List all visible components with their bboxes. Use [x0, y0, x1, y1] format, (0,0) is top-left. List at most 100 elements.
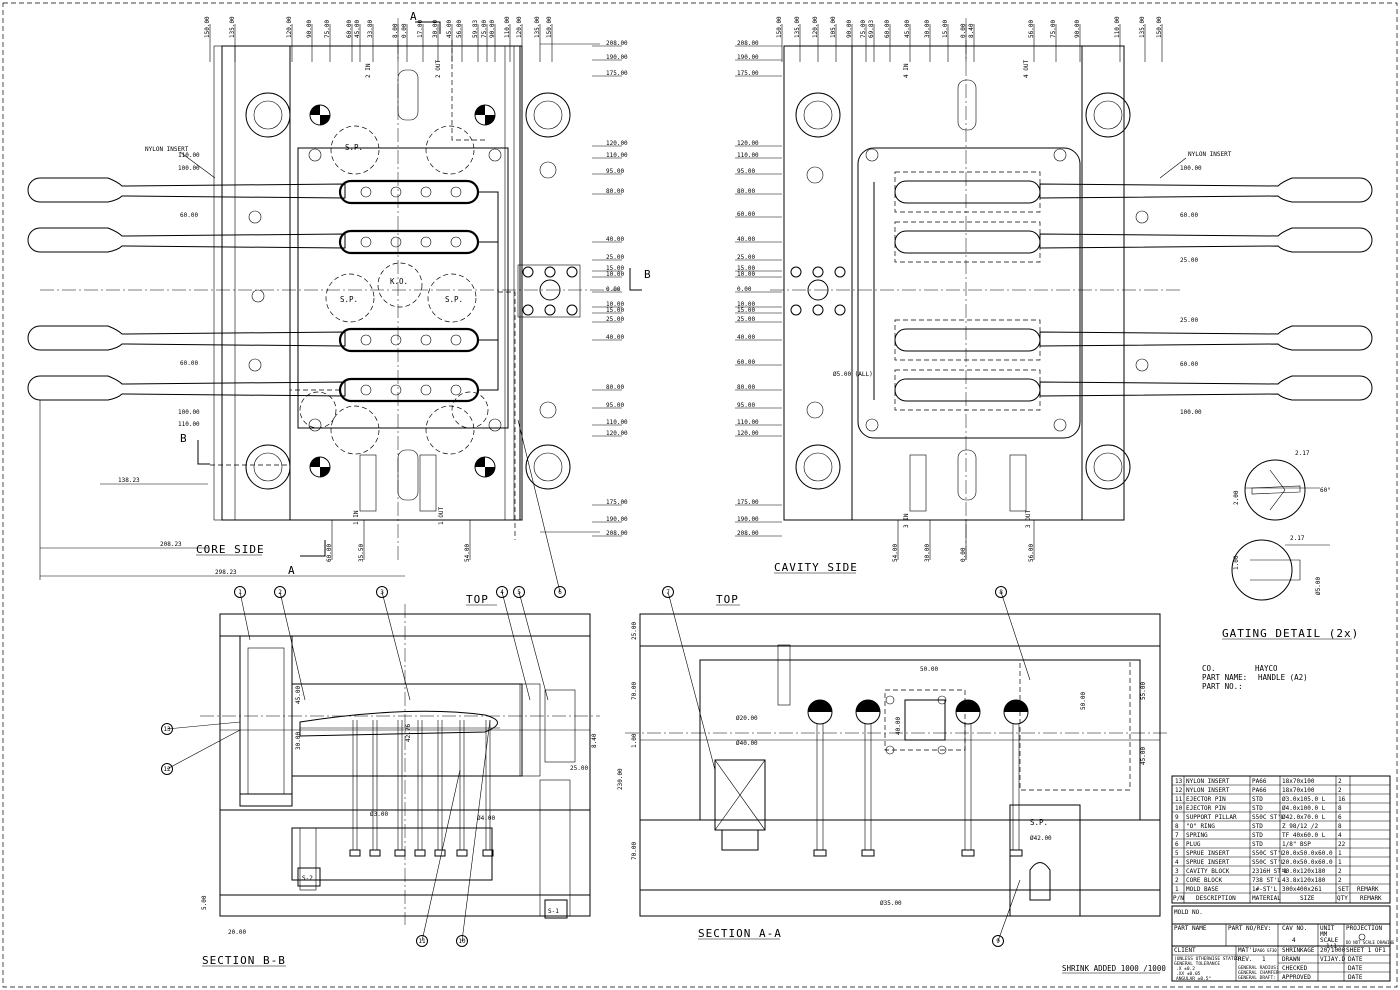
dim-core-top-6: 45.00 — [354, 20, 361, 38]
balloon-2: 2 — [278, 589, 282, 596]
tb-cav-no: CAV NO. — [1282, 925, 1307, 932]
tb-checked: CHECKED — [1282, 965, 1308, 972]
bom-cell-10-1: CAVITY BLOCK — [1186, 868, 1230, 875]
dim-core-top-18: 120.00 — [516, 16, 523, 38]
bom-cell-6-4: 4 — [1338, 832, 1342, 839]
dim-cavity-top-10: 15.00 — [942, 20, 949, 38]
bom-cell-7-2: STD — [1252, 841, 1263, 848]
dim-cavity-left-10: 15.00 — [737, 265, 755, 272]
dim-cavity-top-9: 30.00 — [924, 20, 931, 38]
dim-core-right-15: 40.00 — [606, 334, 624, 341]
dim-cavity-top-17: 135.00 — [1139, 16, 1146, 38]
bom-cell-2-4: 16 — [1338, 796, 1346, 803]
bom-cell-11-2: 738 ST'L — [1252, 877, 1281, 884]
section-aa-top-label: TOP — [716, 593, 739, 606]
dim-core-top-9: 0.00 — [401, 23, 408, 38]
tb-tol1: (UNLESS OTHERWISE STATED) — [1174, 956, 1242, 962]
s1-mark: S-1 — [548, 908, 559, 915]
dim-core-right-5: 95.00 — [606, 168, 624, 175]
cavity-3in-label: 3 IN — [903, 513, 910, 528]
bom-cell-4-4: 6 — [1338, 814, 1342, 821]
dim-core-right-9: 15.00 — [606, 265, 624, 272]
dim-cavity-top-6: 69.83 — [868, 20, 875, 38]
cavity-side-view: NYLON INSERT Ø5.00 (ALL) 4 IN 4 OUT 3 IN… — [770, 18, 1373, 574]
bom-cell-12-1: MOLD BASE — [1186, 886, 1219, 893]
section-aa-view: S.P. Ø20.00 Ø40.00 50.00 40.00 Ø35.00 Ø4… — [617, 593, 1170, 940]
bom-cell-8-0: 5 — [1175, 850, 1179, 857]
bom-cell-3-2: STD — [1252, 805, 1263, 812]
tb-no-scale: DO NOT SCALE DRAWING — [1346, 940, 1395, 945]
aa-dim-25-top: 25.00 — [631, 622, 638, 640]
balloon-4: 4 — [500, 589, 504, 596]
bom-header-2: MATERIAL — [1252, 895, 1281, 902]
bom-cell-5-3: Z 98/12 /2 — [1282, 823, 1319, 830]
balloon-3: 3 — [380, 589, 384, 596]
balloon-12: 12 — [163, 766, 171, 773]
tb-client: CLIENT — [1174, 947, 1196, 954]
dim-cavity-left-19: 95.00 — [737, 402, 755, 409]
dim-cavity-right-3: 25.00 — [1180, 317, 1198, 324]
bom-remark-top: REMARK — [1357, 886, 1379, 893]
section-b-mark-right: B — [644, 268, 651, 281]
aa-dim-70-bottom: 70.00 — [631, 842, 638, 860]
bom-cell-12-3: 300x400x261 — [1282, 886, 1322, 893]
part-name-label: PART NAME: — [1202, 673, 1247, 682]
aa-dim-50-right: 50.00 — [1080, 692, 1087, 710]
tb-date-2: DATE — [1348, 965, 1363, 972]
bom-cell-1-4: 2 — [1338, 787, 1342, 794]
dim-cavity-top-1: 135.00 — [794, 16, 801, 38]
tb-tol3: .X ±0.2 — [1176, 966, 1195, 972]
tb-tol4: .XX ±0.05 — [1176, 971, 1201, 977]
tb-drawn-val: VIJAY.D — [1320, 956, 1346, 963]
bom-header-5: REMARK — [1360, 895, 1382, 902]
dim-cavity-left-21: 120.00 — [737, 430, 759, 437]
dim-core-left-5: 110.00 — [178, 421, 200, 428]
core-side-title: CORE SIDE — [196, 543, 265, 556]
bom-cell-3-3: Ø4.0x100.0 L — [1282, 805, 1326, 812]
balloon-1: 1 — [238, 589, 242, 596]
tb-shrinkage: SHRINKAGE — [1282, 947, 1315, 954]
tb-scale: SCALE — [1320, 937, 1338, 944]
dim-core-top-4: 75.00 — [324, 20, 331, 38]
cavity-4in-label: 4 IN — [903, 63, 910, 78]
aa-dim-phi35: Ø35.00 — [880, 900, 902, 907]
dim-core-left-4: 100.00 — [178, 409, 200, 416]
bom-cell-4-0: 9 — [1175, 814, 1179, 821]
section-bb-top-label: TOP — [466, 593, 489, 606]
co-label: CO. — [1202, 664, 1216, 673]
dim-core-right-4: 110.00 — [606, 152, 628, 159]
dim-cavity-left-5: 95.00 — [737, 168, 755, 175]
balloon-11: 11 — [418, 938, 426, 945]
dim-core-right-8: 25.00 — [606, 254, 624, 261]
gating-detail-title: GATING DETAIL (2x) — [1222, 627, 1359, 640]
section-bb-view: S-2 S-1 45.00 30.00 Ø3.00 Ø4.00 25.00 5.… — [200, 593, 600, 967]
bb-dim-42: 42.76 — [405, 724, 412, 742]
part-info: CO. HAYCO PART NAME: HANDLE (A2) PART NO… — [1202, 664, 1308, 691]
bom-header-1: DESCRIPTION — [1196, 895, 1236, 902]
gating-dim-3: 2.00 — [1233, 490, 1240, 505]
dim-cavity-top-4: 90.00 — [846, 20, 853, 38]
gating-dim-4: 2.17 — [1290, 535, 1305, 542]
dim-core-208: 208.23 — [160, 541, 182, 548]
dim-cavity-bottom-v-1: 30.00 — [924, 544, 931, 562]
dim-cavity-left-11: 10.00 — [737, 271, 755, 278]
gating-dim-6: Ø5.00 — [1315, 577, 1322, 595]
dim-cavity-bottom-v-3: 56.00 — [1028, 544, 1035, 562]
bom-cell-1-0: 12 — [1175, 787, 1183, 794]
bb-dim-phi3: Ø3.00 — [370, 811, 388, 818]
dim-cavity-left-14: 15.00 — [737, 307, 755, 314]
core-2out-label: 2 OUT — [435, 60, 442, 78]
s2-mark: S-2 — [302, 875, 313, 882]
dim-core-top-5: 60.00 — [346, 20, 353, 38]
balloon-13: 13 — [163, 726, 171, 733]
aa-dim-40: 40.00 — [895, 717, 902, 735]
dim-core-bottom-v-1: 35.50 — [358, 544, 365, 562]
co-value: HAYCO — [1255, 664, 1278, 673]
bom-header-0: P/N — [1173, 895, 1184, 902]
dim-cavity-top-7: 60.00 — [884, 20, 891, 38]
bom-cell-11-1: CORE BLOCK — [1186, 877, 1223, 884]
dim-core-right-6: 80.00 — [606, 188, 624, 195]
